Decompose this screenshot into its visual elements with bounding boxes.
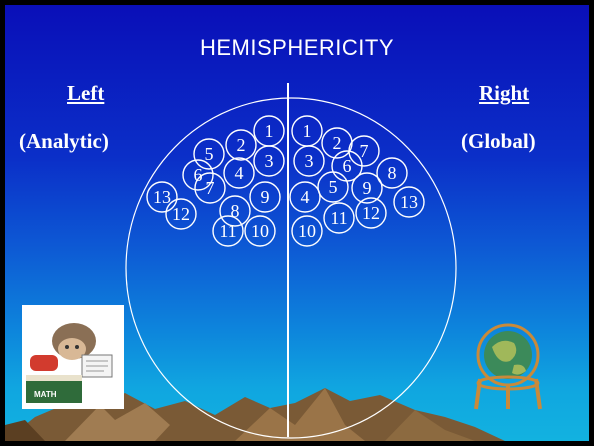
right-circle [291,215,323,247]
left-circle-label: 13 [153,187,171,207]
right-circle-label: 8 [388,163,397,183]
math-book-label: MATH [34,390,57,399]
right-circle-label: 12 [362,203,380,223]
right-circle-label: 11 [330,208,347,228]
left-circle-label: 2 [237,135,246,155]
left-circle [194,172,226,204]
left-circle [225,129,257,161]
right-heading: Right [479,81,530,105]
right-circle-label: 1 [303,121,312,141]
slide-title: HEMISPHERICITY [199,35,395,60]
right-subheading: (Global) [461,129,536,153]
left-circle [244,215,276,247]
left-circle-label: 7 [206,178,215,198]
child-reading-math-book-image: MATH [22,305,124,409]
right-circle-label: 2 [333,133,342,153]
left-circle [165,198,197,230]
left-circle-label: 10 [251,221,269,241]
left-circle-label: 6 [194,165,203,185]
left-circle [253,145,285,177]
left-circle-label: 4 [235,163,244,183]
right-circle-label: 3 [305,151,314,171]
left-circle [223,157,255,189]
left-circle [182,159,214,191]
right-circle [293,145,325,177]
right-circle [393,186,425,218]
left-circle [219,195,251,227]
right-circle [376,157,408,189]
left-circle [249,181,281,213]
left-circle-label: 5 [205,144,214,164]
left-heading: Left [67,81,105,105]
left-hemisphere-circles: 12 5 3 6 47 13 9 8 12 10 11 [146,115,285,247]
left-circle-label: 9 [261,187,270,207]
right-circle [317,171,349,203]
brain-outline [125,97,457,439]
right-circle [355,197,387,229]
right-circle-label: 4 [301,187,310,207]
right-circle-label: 7 [360,141,369,161]
left-circle-label: 1 [265,121,274,141]
right-circle-label: 10 [298,221,316,241]
right-circle [323,202,355,234]
left-circle [212,215,244,247]
right-circle-label: 13 [400,192,418,212]
left-circle-label: 12 [172,204,190,224]
left-subheading: (Analytic) [19,129,109,153]
mountain-range [5,388,505,441]
globe-image [468,317,548,412]
right-circle-label: 5 [329,177,338,197]
left-circle [146,181,178,213]
right-circle-label: 6 [343,156,352,176]
right-circle [351,172,383,204]
left-circle-label: 11 [219,221,236,241]
left-circle-label: 3 [265,151,274,171]
left-circle [193,138,225,170]
right-circle-label: 9 [363,178,372,198]
left-circle-label: 8 [231,201,240,221]
right-circle [289,181,321,213]
